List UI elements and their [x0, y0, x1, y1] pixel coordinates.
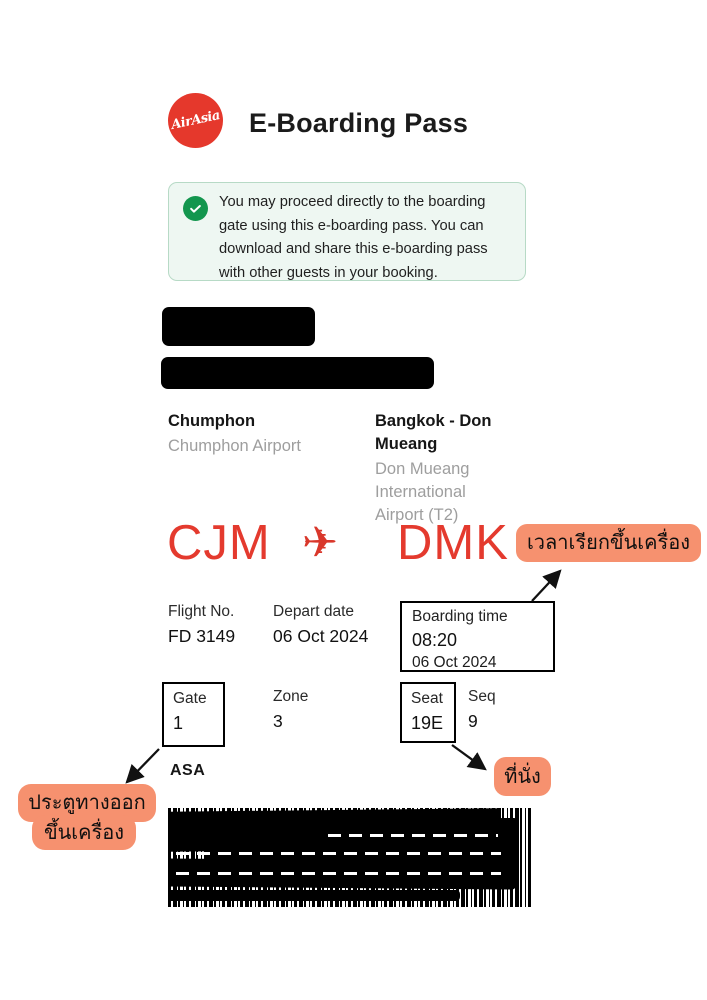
- arrow-to-boarding-time-pill: [531, 569, 562, 602]
- flight-number-label: Flight No.: [168, 603, 235, 620]
- annotation-boarding-time-label: เวลาเรียกขึ้นเครื่อง: [516, 524, 701, 562]
- boarding-date-value: 06 Oct 2024: [412, 654, 497, 671]
- flight-number-value: FD 3149: [168, 626, 236, 646]
- boarding-time-box: Boarding time 08:20 06 Oct 2024: [400, 601, 555, 672]
- annotation-seat-label: ที่นั่ง: [494, 757, 551, 796]
- page-title: E-Boarding Pass: [249, 108, 469, 138]
- seat-box: Seat 19E: [400, 682, 456, 743]
- seq-value: 9: [468, 711, 478, 731]
- checkin-code: ASA: [170, 762, 206, 779]
- depart-date-label: Depart date: [273, 603, 354, 620]
- destination-airport-name: Don Mueang International Airport (T2): [375, 460, 470, 524]
- origin-airport-block: Chumphon Chumphon Airport: [168, 410, 358, 458]
- destination-city: Bangkok - Don Mueang: [375, 412, 492, 453]
- gate-value: 1: [173, 713, 184, 733]
- annotation-gate-label-line2: ขึ้นเครื่อง: [32, 815, 136, 850]
- seq-label: Seq: [468, 688, 496, 705]
- redacted-passenger-name: [162, 307, 315, 346]
- barcode-scribble-gap: [328, 834, 498, 837]
- barcode-scribble: [168, 890, 460, 901]
- destination-airport-code: DMK: [397, 516, 509, 570]
- barcode-scribble: [498, 818, 518, 888]
- gate-label: Gate: [173, 690, 207, 707]
- seat-value: 19E: [411, 713, 444, 733]
- airplane-icon: ✈: [302, 518, 339, 568]
- arrow-to-gate-pill: [125, 748, 160, 784]
- zone-label: Zone: [273, 688, 309, 705]
- seat-label: Seat: [411, 690, 443, 707]
- boarding-notice-banner: You may proceed directly to the boarding…: [168, 182, 526, 281]
- barcode-scribble-gap: [176, 852, 501, 855]
- barcode-redacted: [168, 808, 531, 907]
- depart-date-value: 06 Oct 2024: [273, 626, 369, 646]
- destination-airport-block: Bangkok - Don Mueang Don Mueang Internat…: [375, 410, 515, 527]
- airasia-logo: AirAsia: [168, 93, 223, 148]
- check-circle-icon: [183, 196, 208, 221]
- boarding-time-label: Boarding time: [412, 608, 508, 625]
- boarding-notice-text: You may proceed directly to the boarding…: [219, 194, 488, 281]
- boarding-time-value: 08:20: [412, 630, 458, 650]
- origin-airport-name: Chumphon Airport: [168, 437, 301, 455]
- arrow-to-seat-pill: [451, 744, 487, 771]
- origin-airport-code: CJM: [167, 516, 271, 570]
- airasia-logo-text: AirAsia: [169, 108, 222, 133]
- gate-box: Gate 1: [162, 682, 225, 747]
- zone-value: 3: [273, 711, 283, 731]
- redacted-booking-info: [161, 357, 434, 389]
- barcode-scribble-gap: [176, 872, 501, 875]
- origin-city: Chumphon: [168, 412, 256, 430]
